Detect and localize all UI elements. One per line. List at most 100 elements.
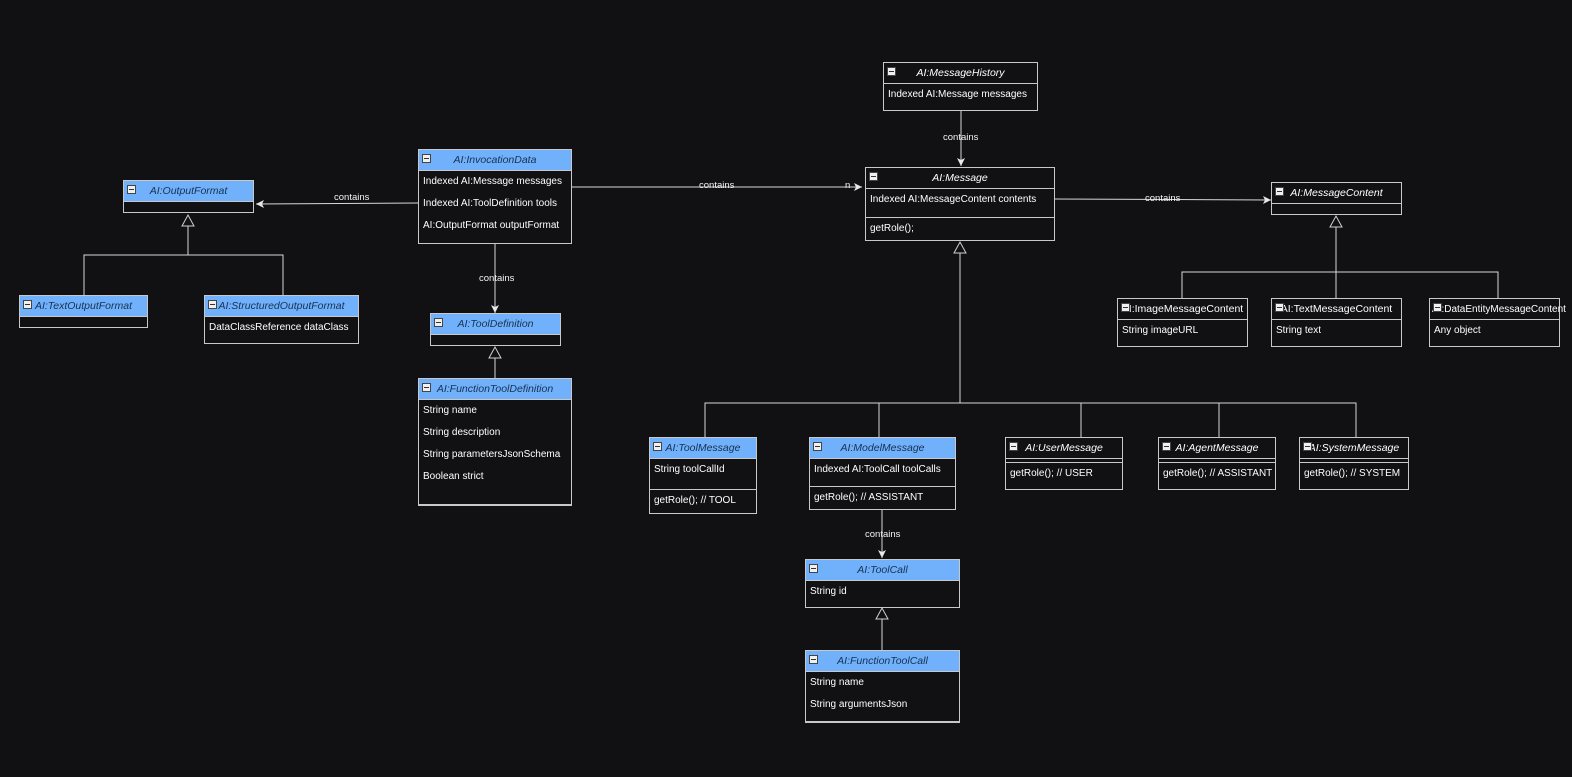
attribute-list: DataClassReference dataClass (205, 317, 358, 339)
class-name: AI:Message (932, 172, 988, 184)
class-text-message-content[interactable]: AI:TextMessageContent String text (1271, 298, 1402, 347)
class-user-message[interactable]: AI:UserMessage getRole(); // USER (1005, 437, 1123, 490)
collapse-icon[interactable] (434, 318, 443, 327)
collapse-icon[interactable] (1121, 303, 1130, 312)
class-text-output-format[interactable]: AI:TextOutputFormat (19, 295, 148, 328)
class-agent-message[interactable]: AI:AgentMessage getRole(); // ASSISTANT (1158, 437, 1276, 490)
attribute-list: Indexed AI:Message messages Indexed AI:T… (419, 171, 571, 237)
collapse-icon[interactable] (1009, 442, 1018, 451)
edge-message-content (1053, 195, 1272, 204)
collapse-icon[interactable] (1162, 442, 1171, 451)
collapse-icon[interactable] (127, 185, 136, 194)
collapse-icon[interactable] (23, 300, 32, 309)
compartment-divider (1300, 462, 1408, 463)
attribute: String name (423, 405, 477, 416)
class-name: AI:FunctionToolCall (837, 655, 928, 667)
attribute: Indexed AI:ToolCall toolCalls (814, 464, 941, 475)
method-list: getRole(); // ASSISTANT (810, 486, 955, 509)
collapse-icon[interactable] (809, 564, 818, 573)
attribute: Any object (1434, 325, 1481, 336)
class-output-format[interactable]: AI:OutputFormat (123, 180, 254, 213)
class-header[interactable]: AI:StructuredOutputFormat (205, 296, 358, 317)
class-header[interactable]: AI:MessageContent (1272, 183, 1401, 204)
class-header[interactable]: AI:SystemMessage (1300, 438, 1408, 459)
class-message-content[interactable]: AI:MessageContent (1271, 182, 1402, 215)
class-name: AI:TextOutputFormat (34, 300, 133, 312)
collapse-icon[interactable] (887, 67, 896, 76)
class-structured-output-format[interactable]: AI:StructuredOutputFormat DataClassRefer… (204, 295, 359, 344)
class-header[interactable]: AI:Message (866, 168, 1054, 189)
class-message-history[interactable]: AI:MessageHistory Indexed AI:Message mes… (883, 62, 1038, 111)
attribute-list: String imageURL (1118, 320, 1247, 342)
method-list: getRole(); (866, 217, 1054, 240)
class-name: AI:AgentMessage (1175, 442, 1259, 454)
class-name: AI:ModelMessage (840, 442, 925, 454)
class-system-message[interactable]: AI:SystemMessage getRole(); // SYSTEM (1299, 437, 1409, 490)
class-header[interactable]: AI:OutputFormat (124, 181, 253, 202)
edge-label-history-message: contains (943, 132, 979, 143)
method-list: getRole(); // ASSISTANT (1159, 463, 1275, 485)
class-header[interactable]: AI:ImageMessageContent (1118, 299, 1247, 320)
compartment-divider (419, 243, 571, 244)
collapse-icon[interactable] (653, 442, 662, 451)
method-list: getRole(); // TOOL (650, 489, 756, 512)
collapse-icon[interactable] (813, 442, 822, 451)
class-image-message-content[interactable]: AI:ImageMessageContent String imageURL (1117, 298, 1248, 347)
attribute: String description (423, 427, 501, 438)
class-name: AI:OutputFormat (149, 185, 228, 197)
class-header[interactable]: AI:ToolDefinition (431, 314, 560, 335)
attribute: Indexed AI:ToolDefinition tools (423, 198, 557, 209)
class-header[interactable]: AI:TextMessageContent (1272, 299, 1401, 320)
collapse-icon[interactable] (1275, 187, 1284, 196)
class-header[interactable]: AI:MessageHistory (884, 63, 1037, 84)
class-tool-definition[interactable]: AI:ToolDefinition (430, 313, 561, 346)
class-name: AI:InvocationData (453, 154, 537, 166)
class-function-tool-definition[interactable]: AI:FunctionToolDefinition String name St… (418, 378, 572, 506)
collapse-icon[interactable] (422, 383, 431, 392)
class-message[interactable]: AI:Message Indexed AI:MessageContent con… (865, 167, 1055, 241)
edge-invocation-output (255, 199, 419, 208)
collapse-icon[interactable] (422, 154, 431, 163)
attribute: String name (810, 677, 864, 688)
collapse-icon[interactable] (208, 300, 217, 309)
collapse-icon[interactable] (1275, 303, 1284, 312)
attribute-list: String name String description String pa… (419, 400, 571, 488)
attribute-list: Indexed AI:MessageContent contents (866, 189, 1054, 211)
method: getRole(); // SYSTEM (1304, 468, 1401, 479)
class-name: AI:MessageContent (1290, 187, 1383, 199)
collapse-icon[interactable] (809, 655, 818, 664)
attribute: String id (810, 586, 847, 597)
class-name: AI:StructuredOutputFormat (218, 300, 345, 312)
method: getRole(); // ASSISTANT (1163, 468, 1273, 479)
collapse-icon[interactable] (869, 172, 878, 181)
class-header[interactable]: AI:FunctionToolDefinition (419, 379, 571, 400)
class-invocation-data[interactable]: AI:InvocationData Indexed AI:Message mes… (418, 149, 572, 244)
collapse-icon[interactable] (1303, 442, 1312, 451)
attribute: Indexed AI:MessageContent contents (870, 194, 1037, 205)
class-header[interactable]: AI:ToolMessage (650, 438, 756, 459)
class-header[interactable]: AI:ToolCall (806, 560, 959, 581)
class-header[interactable]: AI:UserMessage (1006, 438, 1122, 459)
class-header[interactable]: AI:ModelMessage (810, 438, 955, 459)
class-function-tool-call[interactable]: AI:FunctionToolCall String name String a… (805, 650, 960, 723)
class-tool-message[interactable]: AI:ToolMessage String toolCallId getRole… (649, 437, 757, 514)
class-header[interactable]: AI:AgentMessage (1159, 438, 1275, 459)
edge-label-modelmsg-toolcall: contains (865, 529, 901, 540)
collapse-icon[interactable] (1433, 303, 1442, 312)
class-header[interactable]: AI:FunctionToolCall (806, 651, 959, 672)
gen-outputformat-tree (83, 254, 284, 295)
class-header[interactable]: AI:TextOutputFormat (20, 296, 147, 317)
class-data-entity-message-content[interactable]: AI:DataEntityMessageContent Any object (1429, 298, 1566, 347)
class-tool-call[interactable]: AI:ToolCall String id (805, 559, 960, 608)
class-model-message[interactable]: AI:ModelMessage Indexed AI:ToolCall tool… (809, 437, 956, 510)
compartment-divider (1006, 462, 1122, 463)
attribute-list: String name String argumentsJson (806, 672, 959, 716)
class-header[interactable]: AI:DataEntityMessageContent (1430, 299, 1566, 320)
attribute: Indexed AI:Message messages (423, 176, 562, 187)
attribute: String argumentsJson (810, 699, 908, 710)
compartment-divider (806, 721, 959, 722)
class-header[interactable]: AI:InvocationData (419, 150, 571, 171)
attribute: Indexed AI:Message messages (888, 89, 1027, 100)
edge-label-message-content: contains (1145, 193, 1181, 204)
